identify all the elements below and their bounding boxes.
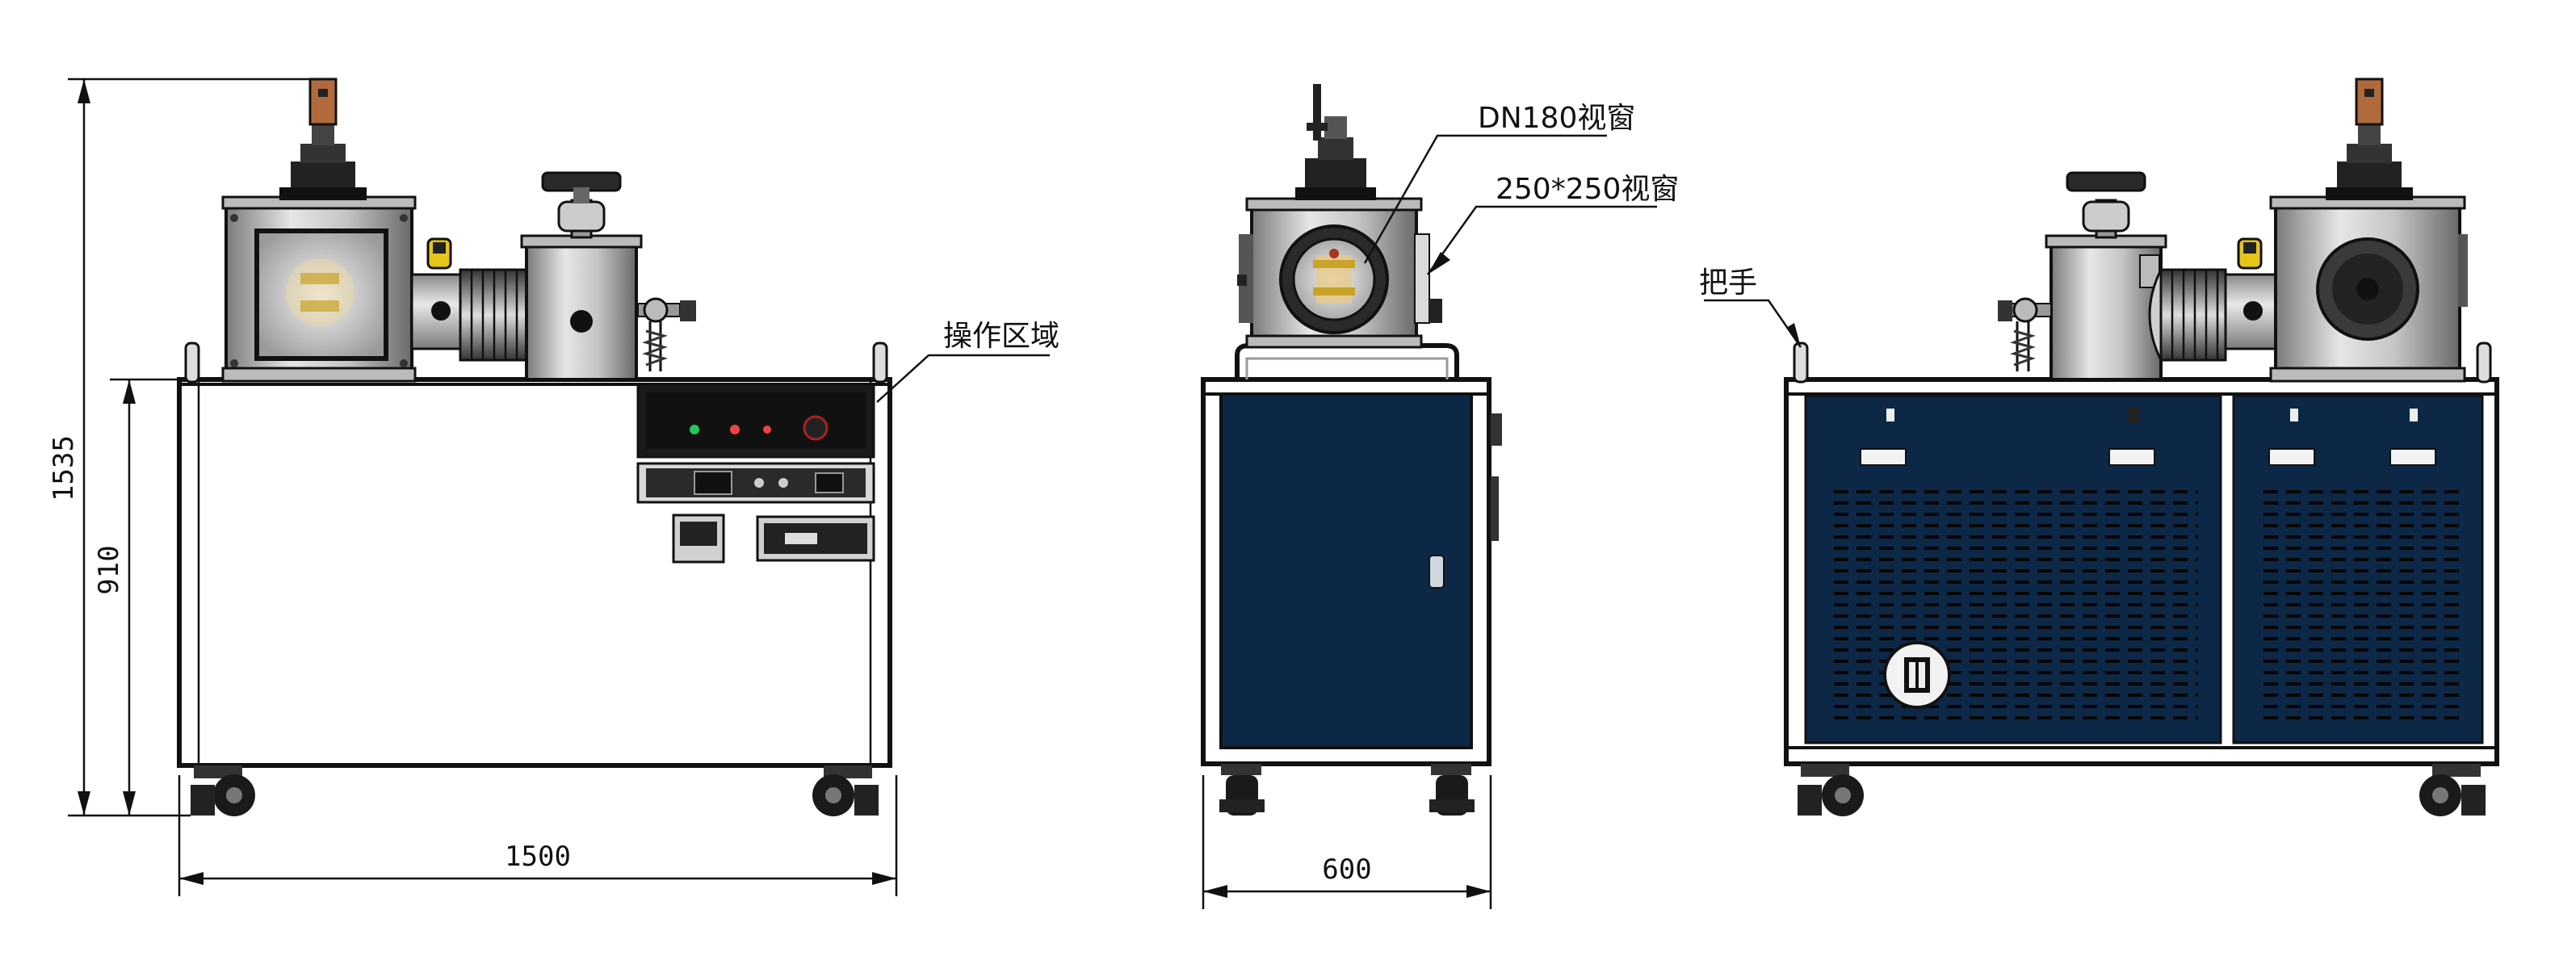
- front-chamber: [221, 78, 417, 383]
- front-caster-right: [812, 765, 879, 816]
- front-pump-cylinder: [520, 171, 643, 381]
- front-feedthrough-copper: [308, 78, 338, 126]
- label-250-window: 250*250视窗: [1496, 173, 1679, 206]
- side-door-latch: [1429, 555, 1445, 589]
- rear-grille-right: [2258, 484, 2463, 720]
- dim-height-total: 1535: [48, 78, 315, 817]
- side-caster-left: [1219, 764, 1265, 816]
- dim-height-cabinet: 910: [93, 378, 179, 816]
- label-dn180-window: DN180视窗: [1478, 102, 1635, 135]
- front-led-red-2: [763, 426, 771, 434]
- side-chamber: [1237, 84, 1442, 349]
- svg-text:1500: 1500: [505, 841, 571, 873]
- rear-side-valve: [1998, 297, 2052, 371]
- dim-width-front: 1500: [178, 775, 898, 896]
- rear-view: 把手: [1699, 78, 2499, 816]
- label-operation-area: 操作区域: [943, 320, 1059, 353]
- front-handle-left: [184, 342, 200, 384]
- front-led-green: [690, 425, 699, 434]
- rear-caster-right: [2419, 764, 2486, 816]
- rear-valve-handwheel: [2066, 171, 2146, 192]
- front-side-valve: [637, 297, 696, 371]
- svg-text:1535: 1535: [48, 435, 80, 501]
- front-control-panel: [636, 383, 875, 564]
- rear-handle-right: [2476, 342, 2492, 384]
- front-knob: [803, 415, 829, 441]
- rear-handle-left: [1793, 342, 1809, 384]
- label-handle: 把手: [1699, 266, 1757, 300]
- rear-caster-left: [1798, 764, 1864, 816]
- rear-grille-left: [1827, 484, 2198, 720]
- rear-chamber: [2269, 78, 2468, 383]
- front-caster-left: [191, 765, 255, 816]
- front-handle-right: [872, 342, 888, 384]
- front-view: 操作区域 1535 910 1500: [48, 78, 1059, 896]
- front-led-red-1: [730, 425, 740, 434]
- dim-width-side: 600: [1202, 775, 1492, 909]
- svg-text:600: 600: [1322, 853, 1371, 886]
- rear-feedthrough-copper: [2355, 78, 2384, 126]
- rear-pump-cylinder: [2045, 171, 2167, 381]
- side-caster-right: [1429, 764, 1475, 816]
- svg-text:910: 910: [93, 545, 125, 594]
- side-view: DN180视窗 250*250视窗 600: [1201, 84, 1679, 909]
- rear-bellows: [2148, 268, 2227, 362]
